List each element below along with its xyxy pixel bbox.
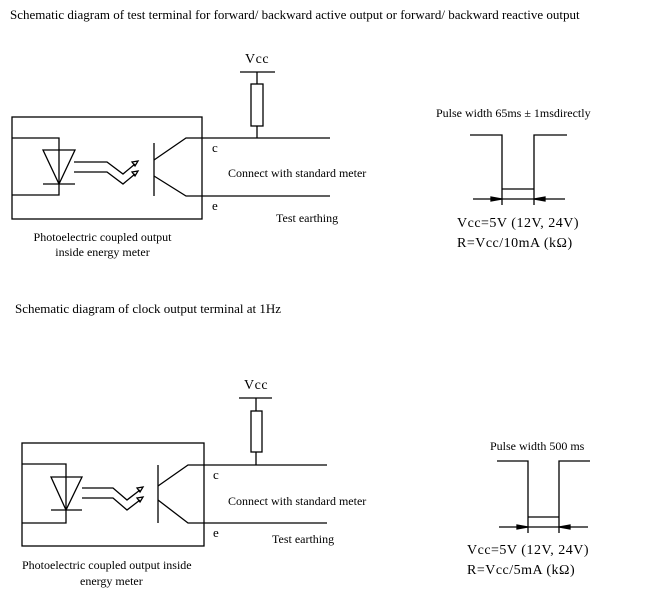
light-arrow-1a-icon — [130, 160, 140, 168]
resistor-1-icon — [250, 83, 264, 127]
pulse-label-2: Pulse width 500 ms — [490, 439, 585, 453]
light-ray-1b — [74, 171, 136, 185]
optocoupler-2 — [21, 442, 205, 547]
light-arrow-1b-icon — [130, 170, 140, 178]
light-arrow-2a-icon — [135, 486, 145, 494]
light-ray-2b — [82, 497, 141, 511]
connect-label-2: Connect with standard meter — [228, 494, 367, 508]
formula-r-2: R=Vcc/5mA (kΩ) — [467, 563, 576, 578]
led-1-diode-icon — [41, 149, 77, 186]
pulse-1-right-edge — [533, 134, 567, 205]
pulse-1-arrow-left-icon — [490, 196, 503, 202]
pulse-waveform-2 — [497, 460, 590, 533]
formula-r-1: R=Vcc/10mA (kΩ) — [457, 236, 573, 251]
light-ray-1a — [74, 161, 136, 175]
transistor-1-emitter — [153, 175, 202, 197]
vcc-label-2: Vcc — [244, 378, 269, 393]
led-1-wiring — [12, 137, 60, 196]
pulse-2-left-edge — [497, 460, 529, 533]
transistor-2-collector — [157, 464, 204, 487]
light-arrow-2b-icon — [135, 496, 145, 504]
box-caption-1-line1: Photoelectric coupled output — [33, 230, 172, 244]
box-caption-1-line2: inside energy meter — [55, 245, 150, 259]
optocoupler-2-box — [21, 442, 205, 547]
diagram-2-title: Schematic diagram of clock output termin… — [15, 301, 282, 316]
pulse-2-right-edge — [558, 460, 590, 533]
led-2-wiring — [22, 463, 67, 524]
pulse-2-arrow-right-icon — [558, 524, 571, 530]
transistor-2-emitter — [157, 499, 204, 524]
box-caption-2-line2: energy meter — [80, 574, 143, 588]
resistor-2-icon — [250, 410, 263, 453]
optocoupler-1 — [11, 116, 203, 220]
transistor-1-collector — [153, 137, 202, 161]
formula-vcc-2: Vcc=5V (12V, 24V) — [467, 543, 590, 558]
pulse-label-1: Pulse width 65ms ± 1msdirectly — [436, 106, 591, 120]
led-2-diode-icon — [49, 476, 84, 512]
earthing-label-2: Test earthing — [272, 532, 335, 546]
connect-label-1: Connect with standard meter — [228, 166, 367, 180]
pulse-waveform-1 — [470, 134, 567, 205]
collector-label-2: c — [213, 467, 219, 482]
pulse-1-left-edge — [470, 134, 503, 205]
pulse-2-arrow-left-icon — [516, 524, 529, 530]
formula-vcc-1: Vcc=5V (12V, 24V) — [457, 216, 580, 231]
pulse-1-arrow-right-icon — [533, 196, 546, 202]
emitter-label-2: e — [213, 525, 219, 540]
box-caption-2-line1: Photoelectric coupled output inside — [22, 558, 192, 572]
earthing-label-1: Test earthing — [276, 211, 339, 225]
collector-label-1: c — [212, 140, 218, 155]
vcc-label-1: Vcc — [245, 52, 270, 67]
light-ray-2a — [82, 487, 141, 501]
emitter-label-1: e — [212, 198, 218, 213]
optocoupler-1-box — [11, 116, 203, 220]
diagram-1-title: Schematic diagram of test terminal for f… — [10, 7, 580, 22]
